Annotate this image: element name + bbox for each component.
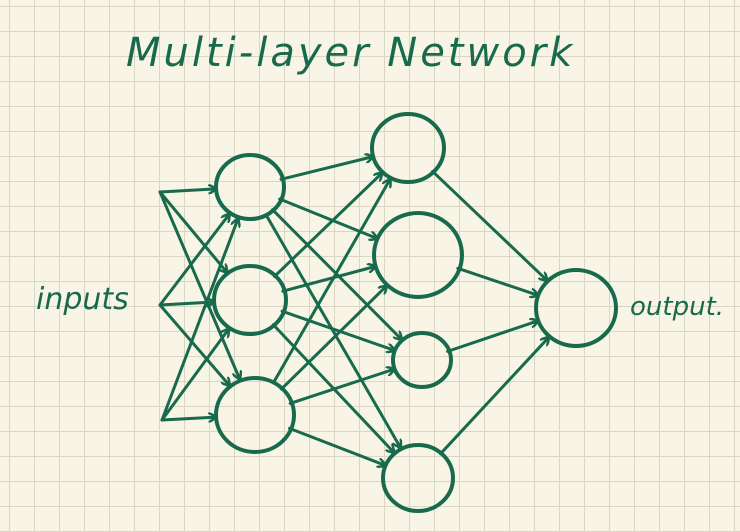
hidden-layer-2-node-1 bbox=[370, 112, 446, 184]
edge-l2n0-to-l3n0 bbox=[431, 169, 547, 280]
edge-l2n2-to-l3n0 bbox=[446, 321, 539, 353]
edge-l1n2-to-l2n3 bbox=[288, 426, 386, 465]
hidden-layer-1-node-2 bbox=[212, 264, 288, 336]
edge-l0n0-to-l1n0 bbox=[158, 189, 216, 192]
edge-l0n2-to-l1n2 bbox=[160, 417, 216, 420]
edge-l1n2-to-l2n0 bbox=[271, 179, 390, 385]
edge-l2n1-to-l3n0 bbox=[456, 266, 538, 295]
edge-l1n2-to-l2n2 bbox=[288, 369, 394, 405]
edge-l1n0-to-l2n0 bbox=[279, 157, 373, 181]
hidden-layer-1-node-1 bbox=[214, 153, 286, 221]
edge-l1n1-to-l2n0 bbox=[273, 173, 383, 278]
hidden-layer-2-node-2 bbox=[372, 211, 464, 299]
hidden-layer-2-node-3 bbox=[391, 331, 453, 389]
output-layer-node-1 bbox=[534, 268, 618, 348]
edge-l0n0-to-l1n1 bbox=[158, 190, 227, 272]
edge-l1n0-to-l2n3 bbox=[264, 213, 401, 448]
hidden-layer-2-node-4 bbox=[381, 443, 455, 513]
edge-l1n1-to-l2n2 bbox=[280, 309, 395, 350]
edge-l0n2-to-l1n1 bbox=[160, 329, 229, 422]
inputs-label: inputs bbox=[36, 282, 129, 317]
edge-l0n1-to-l1n2 bbox=[158, 303, 230, 385]
edge-l1n2-to-l2n1 bbox=[279, 286, 386, 391]
edge-l2n3-to-l3n0 bbox=[438, 337, 548, 456]
diagram-title: Multi-layer Network bbox=[126, 30, 576, 76]
hidden-layer-1-node-3 bbox=[214, 376, 296, 454]
edge-l0n1-to-l1n0 bbox=[158, 214, 229, 307]
edge-l0n0-to-l1n2 bbox=[158, 190, 240, 379]
output-label: output. bbox=[630, 292, 725, 322]
edge-l1n1-to-l2n1 bbox=[281, 266, 376, 293]
edge-l0n2-to-l1n0 bbox=[160, 219, 238, 422]
